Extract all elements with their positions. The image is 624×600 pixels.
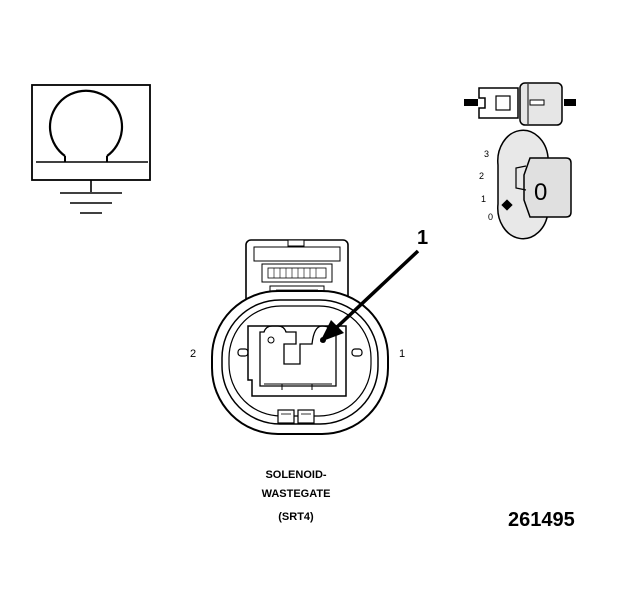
caption-line-1: SOLENOID- xyxy=(265,469,326,481)
view-position-1-label: 1 xyxy=(481,194,486,204)
callout-number: 1 xyxy=(417,227,428,249)
caption-line-3: (SRT4) xyxy=(278,511,314,523)
view-position-2-label: 2 xyxy=(479,171,484,181)
figure-number: 261495 xyxy=(508,509,575,531)
callout-1: 1 xyxy=(320,227,428,342)
pin-1-label: 1 xyxy=(399,348,405,360)
pin-2-label: 2 xyxy=(190,348,196,360)
callout-arrow-line xyxy=(334,249,420,330)
view-position-3-label: 3 xyxy=(484,149,489,159)
view-position-0-label: 0 xyxy=(488,212,493,222)
connector-mating-icon xyxy=(464,82,576,126)
solenoid-connector xyxy=(211,239,389,435)
callout-arrowhead xyxy=(320,320,344,342)
caption-line-2: WASTEGATE xyxy=(262,488,331,500)
ground-omega-icon xyxy=(31,84,151,214)
ignition-key-icon: 3 2 1 0 0 xyxy=(479,129,572,240)
key-position-label: 0 xyxy=(534,179,547,206)
